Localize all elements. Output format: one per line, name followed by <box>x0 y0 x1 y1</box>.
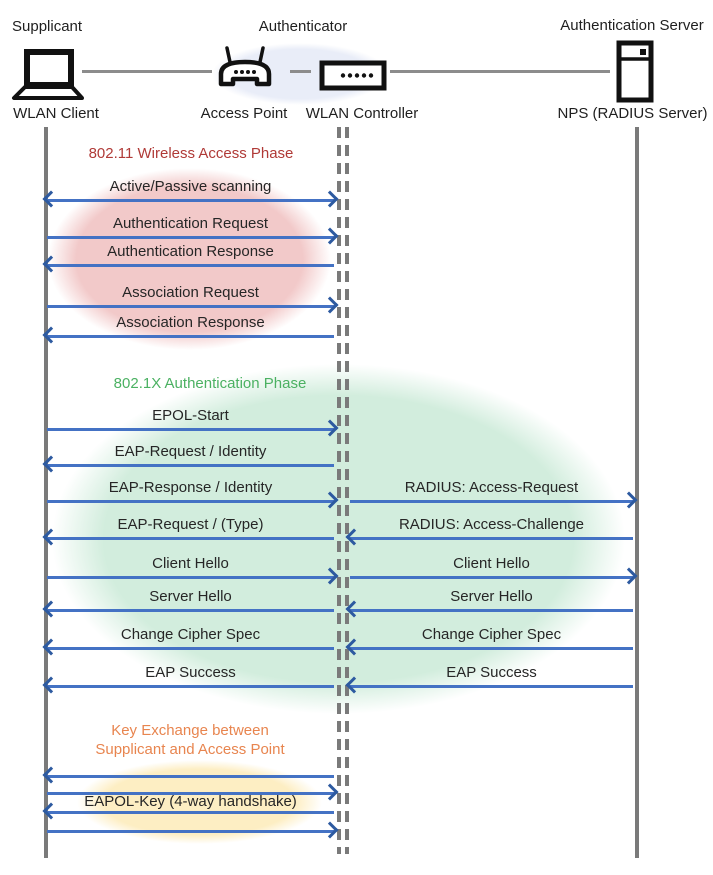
arrow-line <box>350 499 633 503</box>
message-label: EAP Success <box>446 664 537 681</box>
arrow-line <box>47 463 334 467</box>
laptop-icon <box>10 48 84 107</box>
arrow-line <box>350 536 633 540</box>
arrow-line <box>47 235 334 239</box>
arrow-line <box>47 198 334 202</box>
arrow-line <box>350 608 633 612</box>
access-point-icon <box>214 44 276 103</box>
message-label: Change Cipher Spec <box>120 626 261 643</box>
device-access-point-label: Access Point <box>200 105 288 122</box>
controller-lifeline-dash-2 <box>345 127 349 854</box>
controller-lifeline-dash-1 <box>337 127 341 854</box>
key-exchange-title-line1: Key Exchange between <box>111 722 269 739</box>
message-label: Server Hello <box>450 588 533 605</box>
phase-80211-ellipse <box>48 168 331 350</box>
message-label: EAPOL-Key (4-way handshake) <box>84 793 297 810</box>
message-label: EAP-Request / (Type) <box>117 516 264 533</box>
arrow-line <box>47 427 334 431</box>
message-label: Authentication Response <box>107 243 274 260</box>
key-exchange-title: Key Exchange between Supplicant and Acce… <box>65 721 315 759</box>
role-supplicant-label: Supplicant <box>12 18 83 35</box>
link-controller-server <box>390 70 610 73</box>
message-label: Association Response <box>116 314 265 331</box>
arrow-line <box>47 829 334 833</box>
arrow-line <box>47 334 334 338</box>
supplicant-lifeline <box>44 127 48 858</box>
message-label: Change Cipher Spec <box>421 626 562 643</box>
message-label: EPOL-Start <box>152 407 229 424</box>
arrow-line <box>47 608 334 612</box>
message-label: Client Hello <box>152 555 229 572</box>
arrow-line <box>47 646 334 650</box>
key-exchange-title-line2: Supplicant and Access Point <box>95 741 285 758</box>
wlan-controller-icon <box>319 60 387 96</box>
message-label: RADIUS: Access-Challenge <box>398 516 585 533</box>
arrow-line <box>47 684 334 688</box>
arrow-line <box>47 774 334 778</box>
arrow-line <box>350 575 633 579</box>
arrow-line <box>350 684 633 688</box>
message-label: EAP-Request / Identity <box>114 443 267 460</box>
arrowhead-right-icon <box>321 821 339 839</box>
arrow-line <box>47 536 334 540</box>
message-label: Client Hello <box>453 555 530 572</box>
arrow-line <box>47 575 334 579</box>
message-label: EAP Success <box>145 664 236 681</box>
phase-80211-title: 802.11 Wireless Access Phase <box>88 145 294 162</box>
message-label: Server Hello <box>149 588 232 605</box>
role-authenticator-label: Authenticator <box>258 18 348 35</box>
arrow-line <box>47 263 334 267</box>
server-lifeline <box>635 127 639 858</box>
arrow-line <box>47 791 334 795</box>
device-nps-radius-label: NPS (RADIUS Server) <box>557 105 708 122</box>
phase-8021x-title: 802.1X Authentication Phase <box>113 375 307 392</box>
arrow-line <box>47 304 334 308</box>
device-wlan-client-label: WLAN Client <box>13 105 99 122</box>
device-wlan-controller-label: WLAN Controller <box>305 105 419 122</box>
role-authentication-server-label: Authentication Server <box>560 17 704 34</box>
message-label: Active/Passive scanning <box>109 178 272 195</box>
message-label: Authentication Request <box>112 215 269 232</box>
message-label: EAP-Response / Identity <box>108 479 273 496</box>
arrow-line <box>47 810 334 814</box>
link-client-ap <box>82 70 212 73</box>
arrow-line <box>350 646 633 650</box>
message-label: RADIUS: Access-Request <box>404 479 579 496</box>
arrow-line <box>47 499 334 503</box>
message-label: Association Request <box>122 284 259 301</box>
link-ap-controller <box>290 70 311 73</box>
server-icon <box>616 40 654 108</box>
